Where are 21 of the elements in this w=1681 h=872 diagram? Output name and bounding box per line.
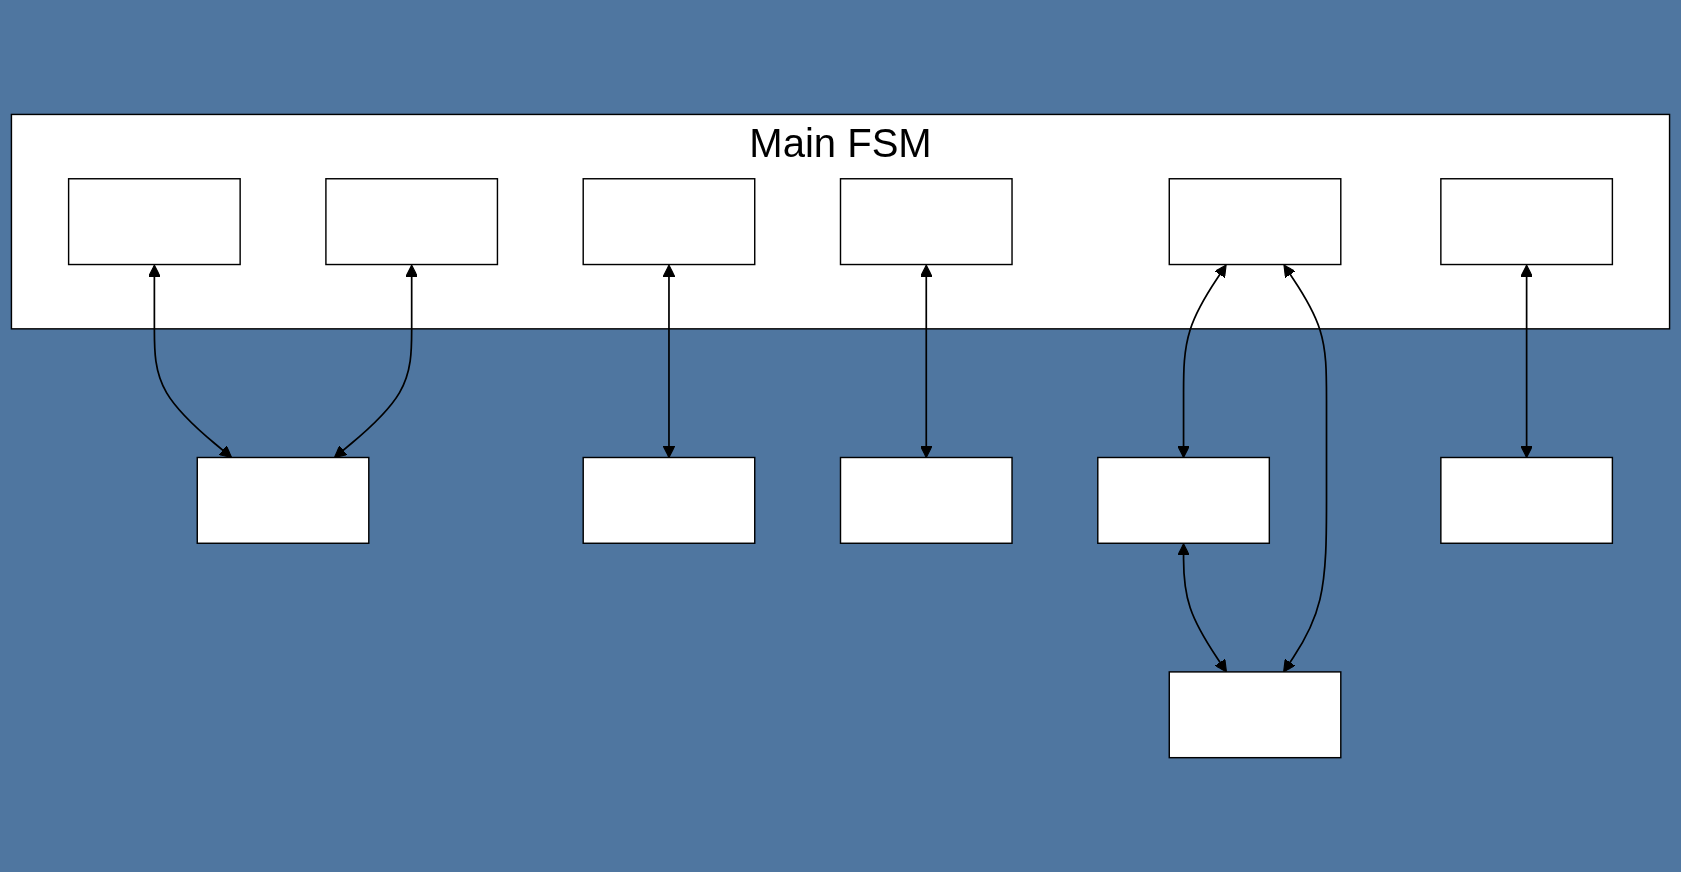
arrow bbox=[148, 264, 233, 458]
cluster: Main FSM bbox=[10, 113, 1671, 330]
arrow bbox=[1283, 264, 1328, 673]
node-box bbox=[839, 456, 1013, 544]
node-box bbox=[1168, 178, 1342, 266]
node-box bbox=[1168, 671, 1342, 759]
node-box bbox=[582, 456, 756, 544]
node-box bbox=[1440, 178, 1614, 266]
node-box bbox=[1440, 456, 1614, 544]
node-box bbox=[582, 178, 756, 266]
arrow bbox=[333, 264, 418, 458]
arrow bbox=[1520, 264, 1533, 458]
arrow bbox=[1177, 543, 1227, 673]
node-box bbox=[196, 456, 370, 544]
arrow bbox=[662, 264, 676, 458]
node-box bbox=[325, 178, 499, 266]
node-box bbox=[67, 178, 241, 266]
arrow bbox=[1177, 264, 1227, 458]
arrow bbox=[920, 264, 933, 458]
node-box bbox=[1097, 456, 1271, 544]
node-box bbox=[839, 178, 1013, 266]
